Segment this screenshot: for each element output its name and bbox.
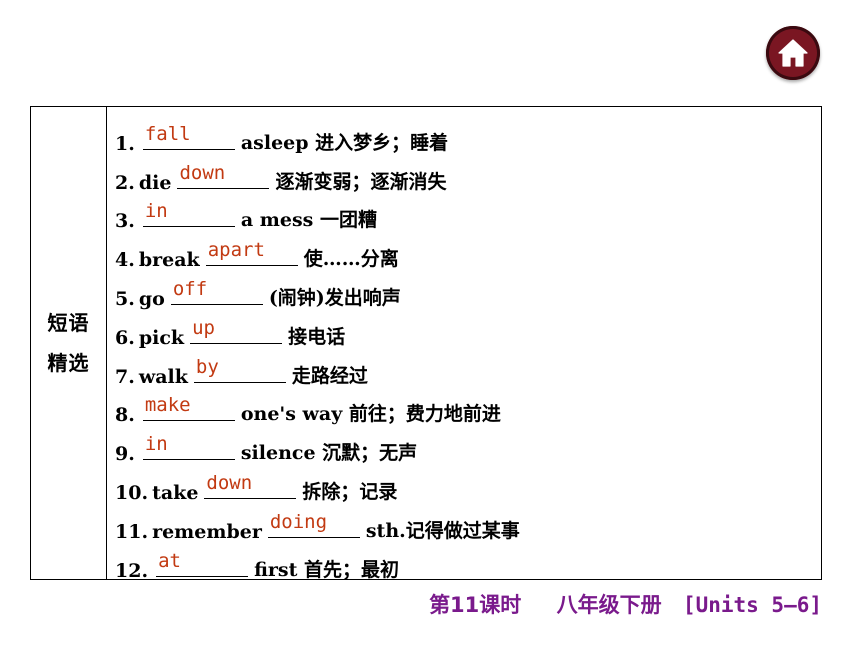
phrase-item: 1. fall asleep 进入梦乡；睡着 xyxy=(115,116,821,155)
answer-blank: in xyxy=(142,433,235,461)
item-meaning: 拆除；记录 xyxy=(302,480,398,503)
category-label: 短语 精选 xyxy=(43,303,95,383)
item-prefix: go xyxy=(138,287,165,310)
phrase-item: 9. in silence 沉默；无声 xyxy=(115,426,821,465)
answer-text: apart xyxy=(207,239,265,262)
item-meaning: 使……分离 xyxy=(303,248,399,271)
phrase-item: 3. in a mess 一团糟 xyxy=(115,194,821,233)
answer-blank: doing xyxy=(267,510,360,538)
answer-text: up xyxy=(192,316,215,339)
answer-text: down xyxy=(206,471,253,494)
item-number: 1. xyxy=(115,132,135,155)
phrase-item: 4.break apart 使……分离 xyxy=(115,232,821,271)
answer-blank: down xyxy=(204,471,297,499)
answer-blank: apart xyxy=(205,239,298,267)
category-label-line1: 短语 xyxy=(47,311,90,335)
answer-text: off xyxy=(172,277,208,300)
item-meaning: one's way 前往；费力地前进 xyxy=(240,403,501,426)
answer-blank: by xyxy=(193,355,286,383)
item-meaning: (闹钟)发出响声 xyxy=(268,286,401,309)
item-number: 5. xyxy=(115,287,135,310)
footer-lesson: 第11课时 xyxy=(429,593,522,617)
item-number: 8. xyxy=(115,404,135,427)
item-meaning: silence 沉默；无声 xyxy=(240,442,418,465)
answer-text: at xyxy=(158,549,181,572)
item-meaning: asleep 进入梦乡；睡着 xyxy=(240,131,449,154)
phrase-item: 10.take down 拆除；记录 xyxy=(115,465,821,504)
answer-blank: off xyxy=(170,277,263,305)
answer-text: make xyxy=(144,394,191,417)
answer-blank: make xyxy=(142,394,235,422)
item-number: 6. xyxy=(115,326,135,349)
phrase-item: 11.remember doing sth.记得做过某事 xyxy=(115,504,821,543)
item-number: 10. xyxy=(115,481,149,504)
item-meaning: first 首先；最初 xyxy=(254,558,399,581)
category-cell: 短语 精选 xyxy=(31,107,107,579)
item-number: 9. xyxy=(115,443,135,466)
item-number: 4. xyxy=(115,249,135,272)
answer-text: down xyxy=(179,161,226,184)
footer-units: [Units 5—6] xyxy=(682,593,822,617)
item-meaning: sth.记得做过某事 xyxy=(365,519,520,542)
item-number: 2. xyxy=(115,171,135,194)
answer-blank: at xyxy=(156,549,249,577)
phrase-item: 12. at first 首先；最初 xyxy=(115,543,821,582)
answer-blank: in xyxy=(142,200,235,228)
item-meaning: a mess 一团糟 xyxy=(240,209,377,232)
item-meaning: 接电话 xyxy=(288,325,346,348)
answer-blank: down xyxy=(177,161,270,189)
answer-text: in xyxy=(144,200,168,223)
item-number: 7. xyxy=(115,365,135,388)
footer-grade: 八年级下册 xyxy=(556,593,662,617)
item-number: 12. xyxy=(115,559,149,582)
item-number: 11. xyxy=(115,520,149,543)
item-meaning: 逐渐变弱；逐渐消失 xyxy=(275,170,447,193)
item-prefix: walk xyxy=(138,365,188,388)
item-prefix: break xyxy=(138,249,200,272)
home-button[interactable] xyxy=(766,26,820,80)
item-prefix: remember xyxy=(152,520,262,543)
item-number: 3. xyxy=(115,210,135,233)
lesson-footer: 第11课时 八年级下册 [Units 5—6] xyxy=(429,589,822,619)
phrase-item: 8. make one's way 前往；费力地前进 xyxy=(115,388,821,427)
answer-blank: fall xyxy=(142,122,235,150)
home-icon xyxy=(778,39,808,67)
category-label-line2: 精选 xyxy=(47,351,90,375)
item-prefix: pick xyxy=(138,326,185,349)
answer-blank: up xyxy=(190,316,283,344)
answer-text: in xyxy=(144,433,168,456)
answer-text: fall xyxy=(144,122,191,145)
answer-text: by xyxy=(195,355,219,378)
item-prefix: die xyxy=(138,171,172,194)
item-prefix: take xyxy=(152,481,199,504)
item-meaning: 走路经过 xyxy=(291,364,368,387)
answer-text: doing xyxy=(269,510,328,533)
